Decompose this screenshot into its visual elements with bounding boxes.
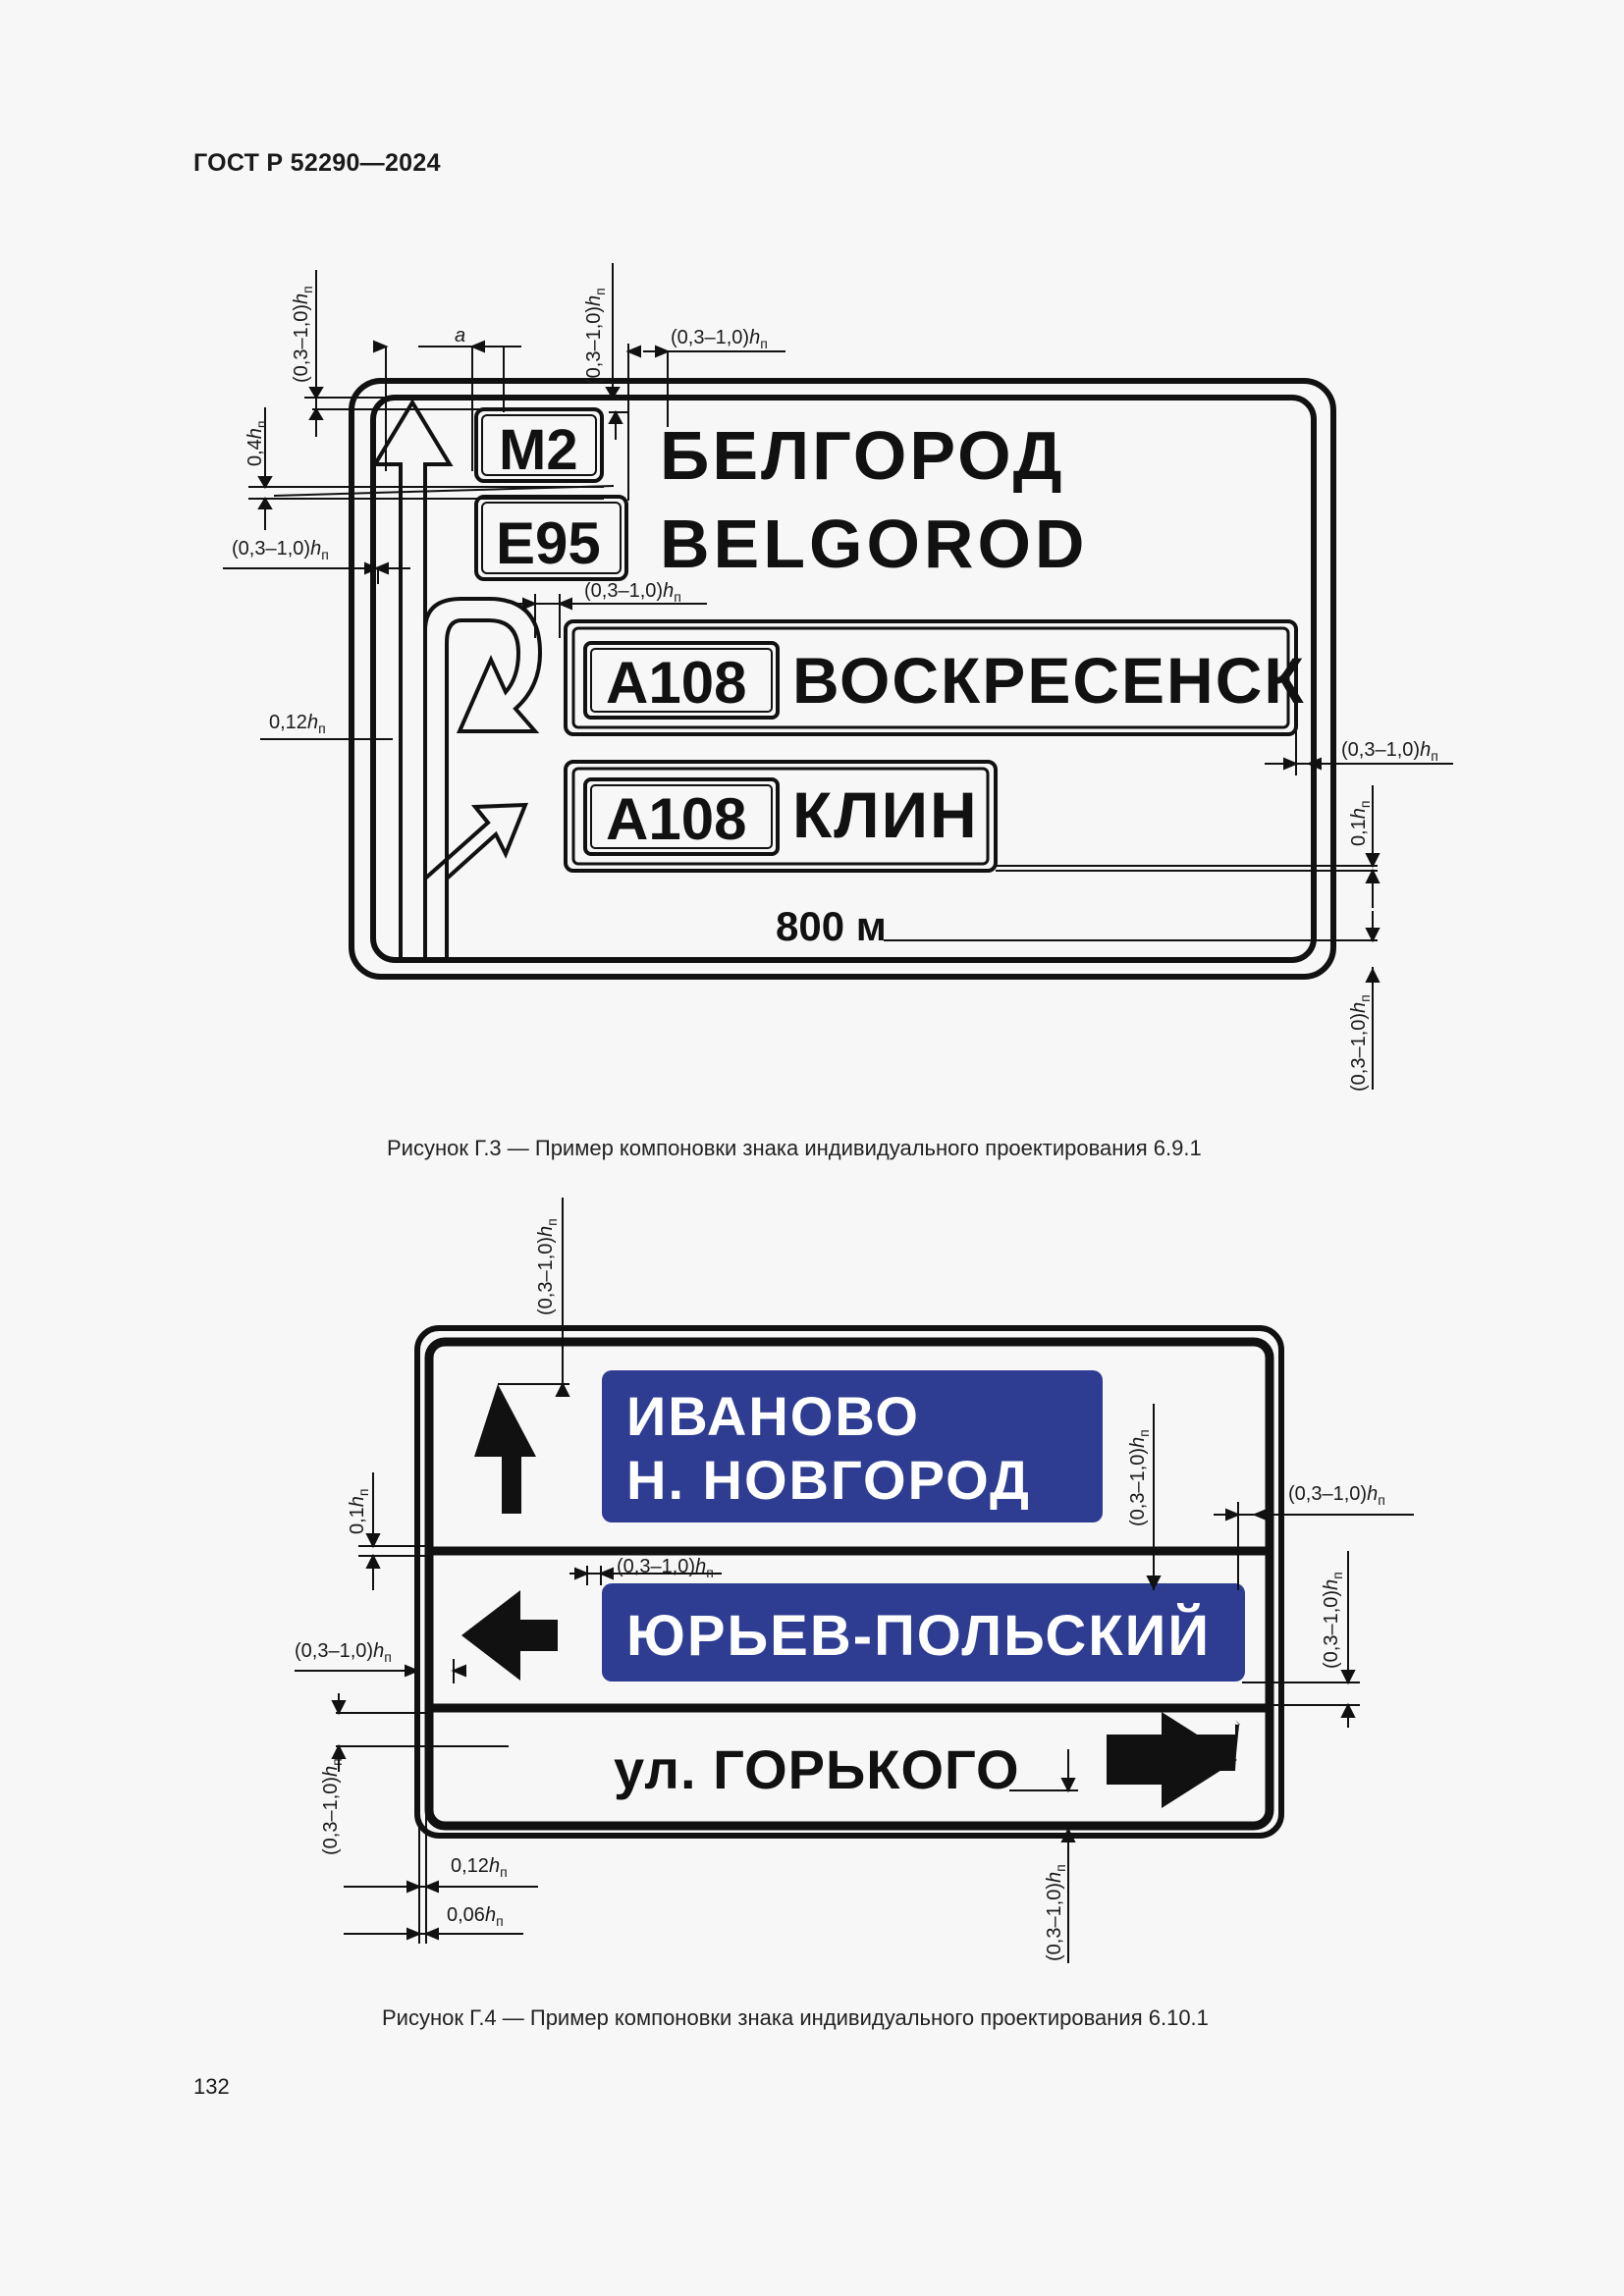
route-a108-2: А108 <box>606 786 746 852</box>
destination-ivanovo: ИВАНОВО <box>626 1385 920 1447</box>
dim-label-a: a <box>455 325 465 347</box>
route-a108-1: А108 <box>606 650 746 716</box>
dim-label-top-right: (0,3–1,0)hп <box>671 327 768 351</box>
dim-label-left: (0,3–1,0)hп <box>232 538 329 562</box>
destination-yuriev-polsky: ЮРЬЕВ-ПОЛЬСКИЙ <box>626 1604 1211 1668</box>
destination-klin: КЛИН <box>792 778 979 851</box>
dim-label-bottom: (0,3–1,0)hп <box>1044 1864 1068 1961</box>
destination-voskresensk: ВОСКРЕСЕНСК <box>792 644 1306 717</box>
arrow-right-icon <box>1107 1712 1237 1808</box>
dim-label-right-mid: (0,3–1,0)hп <box>1321 1572 1345 1669</box>
dim-label-right-top: (0,3–1,0)hп <box>1288 1483 1385 1508</box>
dim-label-top-mid: (0,3–1,0)hп <box>583 288 608 385</box>
route-badge-e95: E95 <box>496 510 601 576</box>
dim-label-0-06h: 0,06hп <box>447 1904 504 1929</box>
dim-label-bottom: (0,3–1,0)hп <box>1348 994 1373 1092</box>
arrow-up-icon <box>474 1384 536 1514</box>
dim-label-0-1h: 0,1hп <box>347 1488 371 1534</box>
dim-label-right: (0,3–1,0)hп <box>1341 739 1438 764</box>
dim-label-0-12h: 0,12hп <box>269 712 326 736</box>
arrow-left-icon <box>461 1590 558 1681</box>
dim-label-left-mid: (0,3–1,0)hп <box>295 1640 392 1665</box>
blue-panel-ivanovo <box>602 1370 1103 1522</box>
destination-n-novgorod: Н. НОВГОРОД <box>626 1449 1031 1511</box>
dim-label-panel-gap: (0,3–1,0)hп <box>584 580 681 605</box>
destination-belgorod-en: BELGOROD <box>660 506 1088 582</box>
dim-label-0-12h: 0,12hп <box>451 1855 508 1880</box>
street-gorkogo: ул. ГОРЬКОГО <box>614 1738 1020 1800</box>
document-header: ГОСТ Р 52290—2024 <box>193 149 441 177</box>
figure-g4-caption: Рисунок Г.4 — Пример компоновки знака ин… <box>382 2005 1209 2030</box>
destination-belgorod-ru: БЕЛГОРОД <box>660 417 1065 494</box>
dim-label-top: (0,3–1,0)hп <box>535 1218 560 1315</box>
distance-label: 800 м <box>776 903 887 949</box>
figure-g3-caption: Рисунок Г.3 — Пример компоновки знака ин… <box>387 1136 1202 1160</box>
route-badge-m2: М2 <box>499 418 578 482</box>
dim-label-left-bottom: (0,3–1,0)hп <box>320 1758 345 1855</box>
dim-label-arrow-gap: (0,3–1,0)hп <box>617 1556 714 1580</box>
page-number: 132 <box>193 2074 230 2099</box>
figure-g3-diagram: М2 E95 БЕЛГОРОД BELGOROD А108 ВОСКРЕСЕНС… <box>223 263 1453 1092</box>
dim-label-0-1h: 0,1hп <box>1348 800 1373 846</box>
dim-label-top-left: (0,3–1,0)hп <box>291 286 315 383</box>
blue-panel-yuriev <box>602 1583 1245 1682</box>
dim-label-0-4h: 0,4hп <box>244 420 269 466</box>
dim-label-panel-vertical: (0,3–1,0)hп <box>1127 1429 1152 1526</box>
